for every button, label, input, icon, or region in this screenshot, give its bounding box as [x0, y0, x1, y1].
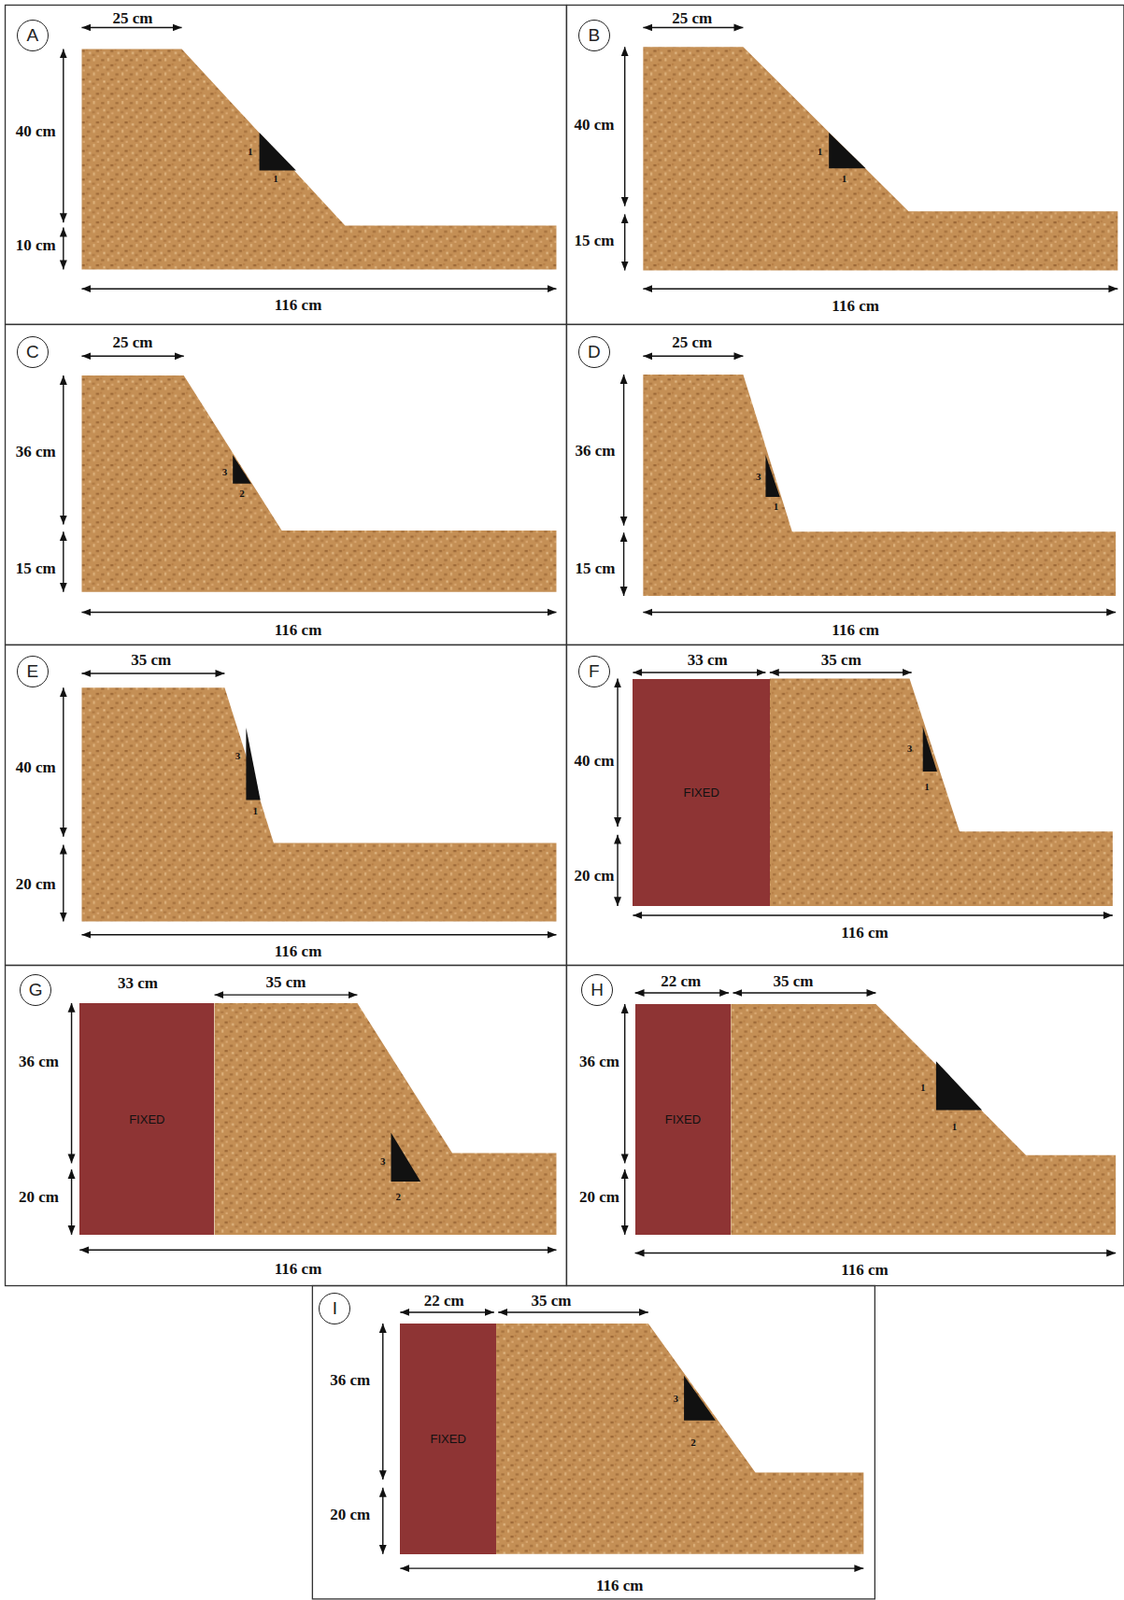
panel-letter-circle: G [19, 974, 52, 1007]
dimension-label: 36 cm [16, 1053, 61, 1070]
fixed-boundary-block: FIXED [79, 1003, 214, 1236]
dimension-label: 40 cm [14, 122, 58, 139]
slope-triangles [232, 132, 982, 1422]
dimension-arrows [63, 27, 1119, 1569]
dimension-label: 36 cm [14, 442, 58, 459]
dimension-label: 116 cm [272, 622, 325, 639]
panel-letter: C [26, 341, 40, 363]
panel-letter-circle: B [578, 19, 611, 52]
dimension-label: 10 cm [14, 237, 58, 254]
dimension-label: 116 cm [272, 296, 325, 313]
dimension-label: 36 cm [327, 1372, 372, 1389]
slope-ratio-number: 1 [952, 1122, 958, 1133]
panel-letter-circle: E [16, 655, 49, 688]
slope-ratio-number: 3 [673, 1393, 680, 1404]
dimension-label: 116 cm [829, 622, 882, 639]
dimension-label: 116 cm [272, 1261, 325, 1278]
dimension-label: 35 cm [128, 651, 173, 668]
panel-letter: H [590, 980, 604, 1001]
slope-ratio-number: 1 [841, 173, 848, 185]
dimension-label: 116 cm [272, 943, 325, 960]
panel-letter: F [588, 661, 600, 683]
fixed-label: FIXED [128, 1112, 165, 1127]
panel-letter-circle: F [578, 655, 611, 688]
dimension-label: 116 cm [594, 1577, 646, 1594]
fixed-label: FIXED [430, 1432, 467, 1447]
slope-ratio-number: 2 [395, 1191, 401, 1202]
fixed-boundary-block: FIXED [399, 1323, 497, 1555]
slope-ratio-number: 1 [773, 500, 780, 512]
dimension-label: 116 cm [839, 1262, 891, 1279]
fixed-boundary-block: FIXED [635, 1004, 732, 1236]
dimension-label: 25 cm [111, 9, 156, 26]
panel-letter-circle: D [578, 336, 611, 369]
dimension-label: 35 cm [770, 973, 815, 990]
panel-letter-circle: I [318, 1293, 351, 1325]
dimension-label: 25 cm [669, 334, 714, 351]
dimension-label: 20 cm [16, 1188, 61, 1205]
slope-ratio-number: 3 [235, 750, 242, 761]
slope-ratio-number: 1 [247, 145, 254, 157]
dimension-label: 40 cm [14, 758, 58, 775]
slope-ratio-number: 3 [222, 466, 228, 477]
slope-ratio-number: 3 [907, 742, 913, 754]
panel-frames [5, 4, 1124, 1599]
dimension-label: 40 cm [571, 753, 616, 769]
panel-letter-circle: C [16, 336, 49, 369]
slope-ratio-number: 2 [690, 1437, 697, 1448]
panel-letter: A [27, 25, 40, 46]
dimension-label: 25 cm [111, 334, 156, 351]
dimension-label: 116 cm [829, 297, 882, 314]
dimension-label: 22 cm [422, 1293, 467, 1309]
slope-ratio-number: 2 [239, 487, 245, 498]
panel-letter: E [27, 661, 40, 683]
panel-letter-circle: H [581, 974, 613, 1007]
dimension-label: 25 cm [669, 9, 714, 26]
panel-letter: I [332, 1298, 338, 1320]
panel-letter: D [587, 341, 601, 363]
dimension-label: 20 cm [571, 867, 616, 884]
dimension-label: 33 cm [685, 651, 730, 668]
dimension-label: 33 cm [115, 975, 160, 992]
panel-letter: B [588, 25, 601, 46]
dimension-label: 36 cm [573, 441, 618, 458]
dimension-label: 22 cm [658, 973, 703, 990]
slope-ratio-number: 1 [272, 173, 279, 185]
slope-ratio-number: 1 [817, 145, 824, 157]
panel-letter: G [28, 980, 43, 1001]
slope-ratio-number: 1 [924, 782, 930, 793]
dimension-label: 15 cm [14, 559, 58, 576]
fixed-label: FIXED [682, 785, 719, 800]
slope-ratio-number: 3 [755, 471, 762, 483]
fixed-label: FIXED [665, 1112, 701, 1127]
dimension-label: 20 cm [327, 1507, 372, 1523]
dimension-label: 15 cm [571, 231, 616, 248]
dimension-label: 15 cm [573, 559, 618, 576]
dimension-label: 35 cm [819, 651, 864, 668]
dimension-label: 35 cm [529, 1293, 574, 1309]
dimension-label: 40 cm [571, 116, 616, 133]
dimension-label: 36 cm [577, 1053, 622, 1070]
slope-ratio-number: 3 [380, 1156, 386, 1167]
slope-ratio-number: 1 [252, 805, 258, 816]
dimension-label: 116 cm [839, 924, 891, 940]
dimension-label: 20 cm [14, 876, 58, 893]
soil-bodies [81, 46, 1118, 1555]
slope-ratio-number: 1 [920, 1081, 926, 1093]
fixed-boundary-block: FIXED [632, 679, 769, 908]
dimension-label: 20 cm [577, 1188, 622, 1205]
dimension-label: 35 cm [263, 974, 308, 991]
panel-letter-circle: A [16, 19, 49, 52]
